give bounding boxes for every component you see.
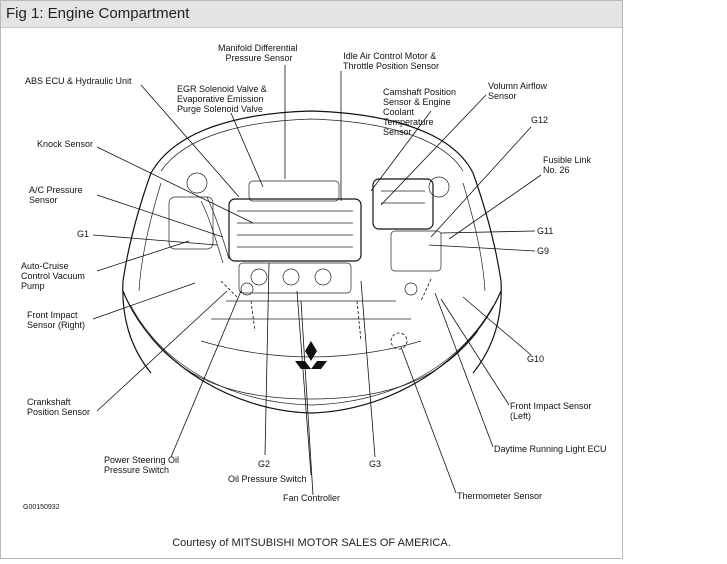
engine-bay-drawing — [122, 110, 502, 414]
label-thermometer: Thermometer Sensor — [457, 491, 542, 501]
label-front-impact-right: Front Impact Sensor (Right) — [27, 310, 85, 330]
label-g10: G10 — [527, 354, 544, 364]
label-manifold-differential: Manifold Differential Pressure Sensor — [218, 43, 300, 63]
mitsubishi-emblem — [295, 341, 327, 369]
label-g12: G12 — [531, 115, 548, 125]
label-daytime-running-light: Daytime Running Light ECU — [494, 444, 607, 454]
label-front-impact-left: Front Impact Sensor (Left) — [510, 401, 594, 421]
callout-labels: Manifold Differential Pressure Sensor Id… — [21, 43, 607, 511]
label-power-steering: Power Steering Oil Pressure Switch — [104, 455, 182, 475]
label-g2: G2 — [258, 459, 270, 469]
label-g11: G11 — [537, 226, 553, 236]
figure-title-bar: Fig 1: Engine Compartment — [1, 1, 622, 28]
label-abs-ecu: ABS ECU & Hydraulic Unit — [25, 76, 132, 86]
figure-frame: Fig 1: Engine Compartment — [0, 0, 623, 559]
leader-lines — [92, 65, 542, 496]
label-crankshaft-position: Crankshaft Position Sensor — [27, 397, 90, 417]
label-g3: G3 — [369, 459, 381, 469]
figure-code: G00150932 — [23, 504, 60, 511]
label-idle-air-control: Idle Air Control Motor & Throttle Positi… — [343, 51, 439, 71]
label-egr-solenoid: EGR Solenoid Valve & Evaporative Emissio… — [177, 84, 269, 114]
label-ac-pressure: A/C Pressure Sensor — [29, 185, 85, 205]
label-oil-pressure: Oil Pressure Switch — [228, 474, 307, 484]
label-g1: G1 — [77, 229, 89, 239]
label-g9: G9 — [537, 246, 549, 256]
figure-title: Fig 1: Engine Compartment — [6, 5, 190, 22]
label-volumn-airflow: Volumn Airflow Sensor — [488, 81, 550, 101]
label-knock-sensor: Knock Sensor — [37, 139, 93, 149]
label-camshaft-position: Camshaft Position Sensor & Engine Coolan… — [383, 87, 459, 137]
label-fan-controller: Fan Controller — [283, 493, 340, 503]
engine-compartment-diagram: Manifold Differential Pressure Sensor Id… — [21, 43, 607, 511]
figure-credit: Courtesy of MITSUBISHI MOTOR SALES OF AM… — [172, 537, 451, 549]
label-fusible-link: Fusible Link No. 26 — [543, 155, 594, 175]
label-auto-cruise: Auto-Cruise Control Vacuum Pump — [21, 261, 87, 291]
